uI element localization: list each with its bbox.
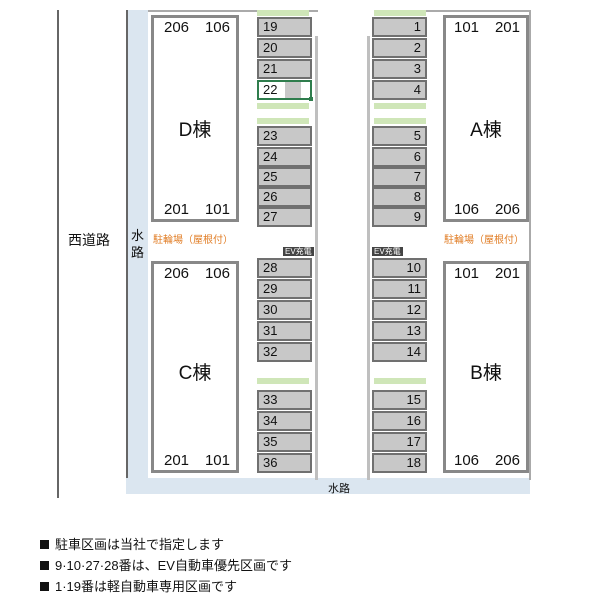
parking-stall-18[interactable]: 18: [372, 453, 427, 473]
waterway-vertical-label-2: 路: [131, 245, 145, 260]
green-strip: [257, 118, 309, 124]
parking-stall-22[interactable]: 22: [257, 80, 313, 101]
parking-stall-21[interactable]: 21: [257, 59, 312, 79]
green-strip: [257, 378, 309, 384]
note-3: 1·19番は軽自動車専用区画です: [40, 576, 237, 595]
parking-stall-30[interactable]: 30: [257, 300, 312, 320]
parking-stall-3[interactable]: 3: [372, 59, 427, 79]
parking-stall-35[interactable]: 35: [257, 432, 312, 452]
parking-stall-14[interactable]: 14: [372, 342, 427, 362]
ev-sign-left: EV充電: [283, 247, 314, 256]
ev-sign-right: EV充電: [372, 247, 403, 256]
selection-fill: [285, 82, 301, 98]
parking-stall-17[interactable]: 17: [372, 432, 427, 452]
note-3-text: 1·19番は軽自動車専用区画です: [55, 579, 238, 594]
note-1: 駐車区画は当社で指定します: [40, 534, 224, 553]
west-road-label: 西道路: [68, 232, 110, 248]
parking-stall-33[interactable]: 33: [257, 390, 312, 410]
waterway-left-edge: [126, 10, 128, 494]
building-a-unit-top-right: 201: [494, 19, 520, 36]
building-d: 206 106 D棟 201 101: [151, 15, 239, 222]
building-c: 206 106 C棟 201 101: [151, 261, 239, 473]
parking-stall-32[interactable]: 32: [257, 342, 312, 362]
parking-stall-2[interactable]: 2: [372, 38, 427, 58]
parking-stall-36[interactable]: 36: [257, 453, 312, 473]
waterway-bottom-label: 水路: [328, 483, 350, 495]
building-b-unit-top-left: 101: [454, 265, 480, 282]
parking-stall-25[interactable]: 25: [257, 167, 312, 187]
green-strip: [257, 10, 309, 16]
parking-stall-29[interactable]: 29: [257, 279, 312, 299]
green-strip: [257, 103, 309, 109]
green-strip: [374, 10, 426, 16]
west-road-line: [57, 10, 59, 498]
parking-stall-24[interactable]: 24: [257, 147, 312, 167]
parking-stall-8[interactable]: 8: [372, 187, 427, 207]
bullet-square-icon: [40, 582, 49, 591]
note-2: 9·10·27·28番は、EV自動車優先区画です: [40, 555, 292, 574]
building-b-unit-bottom-left: 106: [454, 452, 480, 469]
selection-handle[interactable]: [309, 97, 313, 101]
parking-stall-1[interactable]: 1: [372, 17, 427, 37]
parking-stall-12[interactable]: 12: [372, 300, 427, 320]
building-b-unit-bottom-right: 206: [494, 452, 520, 469]
parking-stall-19[interactable]: 19: [257, 17, 312, 37]
building-c-unit-top-right: 106: [204, 265, 230, 282]
site-top-edge-left: [148, 10, 318, 12]
building-c-unit-bottom-left: 201: [164, 452, 190, 469]
bullet-square-icon: [40, 561, 49, 570]
parking-stall-31[interactable]: 31: [257, 321, 312, 341]
green-strip: [374, 103, 426, 109]
building-a-unit-bottom-right: 206: [494, 201, 520, 218]
building-d-unit-top-right: 106: [204, 19, 230, 36]
building-a-name: A棟: [470, 120, 502, 141]
parking-stall-27[interactable]: 27: [257, 207, 312, 227]
building-d-unit-top-left: 206: [164, 19, 190, 36]
parking-stall-6[interactable]: 6: [372, 147, 427, 167]
parking-stall-34[interactable]: 34: [257, 411, 312, 431]
building-b: 101 201 B棟 106 206: [443, 261, 529, 473]
parking-stall-26[interactable]: 26: [257, 187, 312, 207]
building-a: 101 201 A棟 106 206: [443, 15, 529, 222]
parking-stall-20[interactable]: 20: [257, 38, 312, 58]
waterway-vertical: [126, 10, 148, 494]
site-top-edge-right: [376, 10, 531, 12]
parking-stall-10[interactable]: 10: [372, 258, 427, 278]
building-c-unit-top-left: 206: [164, 265, 190, 282]
parking-stall-5[interactable]: 5: [372, 126, 427, 146]
building-a-unit-top-left: 101: [454, 19, 480, 36]
parking-stall-23[interactable]: 23: [257, 126, 312, 146]
bike-parking-right: 駐輪場（屋根付）: [444, 235, 524, 246]
parking-stall-7[interactable]: 7: [372, 167, 427, 187]
building-d-name: D棟: [178, 120, 212, 141]
building-b-name: B棟: [470, 363, 502, 384]
aisle-right-border: [367, 36, 370, 480]
building-d-unit-bottom-right: 101: [204, 201, 230, 218]
green-strip: [374, 118, 426, 124]
site-right-edge: [529, 10, 531, 480]
bullet-square-icon: [40, 540, 49, 549]
parking-stall-11[interactable]: 11: [372, 279, 427, 299]
green-strip: [374, 378, 426, 384]
parking-stall-16[interactable]: 16: [372, 411, 427, 431]
note-2-text: 9·10·27·28番は、EV自動車優先区画です: [55, 558, 292, 573]
parking-stall-15[interactable]: 15: [372, 390, 427, 410]
parking-stall-4[interactable]: 4: [372, 80, 427, 100]
parking-stall-22-label: 22: [263, 82, 278, 97]
bike-parking-left: 駐輪場（屋根付）: [153, 235, 233, 246]
building-a-unit-bottom-left: 106: [454, 201, 480, 218]
building-d-unit-bottom-left: 201: [164, 201, 190, 218]
parking-stall-9[interactable]: 9: [372, 207, 427, 227]
parking-stall-13[interactable]: 13: [372, 321, 427, 341]
waterway-vertical-label-1: 水: [131, 228, 145, 243]
waterway-bottom: [126, 478, 530, 494]
building-c-name: C棟: [178, 363, 212, 384]
parking-stall-28[interactable]: 28: [257, 258, 312, 278]
aisle-left-border: [315, 36, 318, 480]
note-1-text: 駐車区画は当社で指定します: [55, 537, 225, 552]
building-b-unit-top-right: 201: [494, 265, 520, 282]
building-c-unit-bottom-right: 101: [204, 452, 230, 469]
